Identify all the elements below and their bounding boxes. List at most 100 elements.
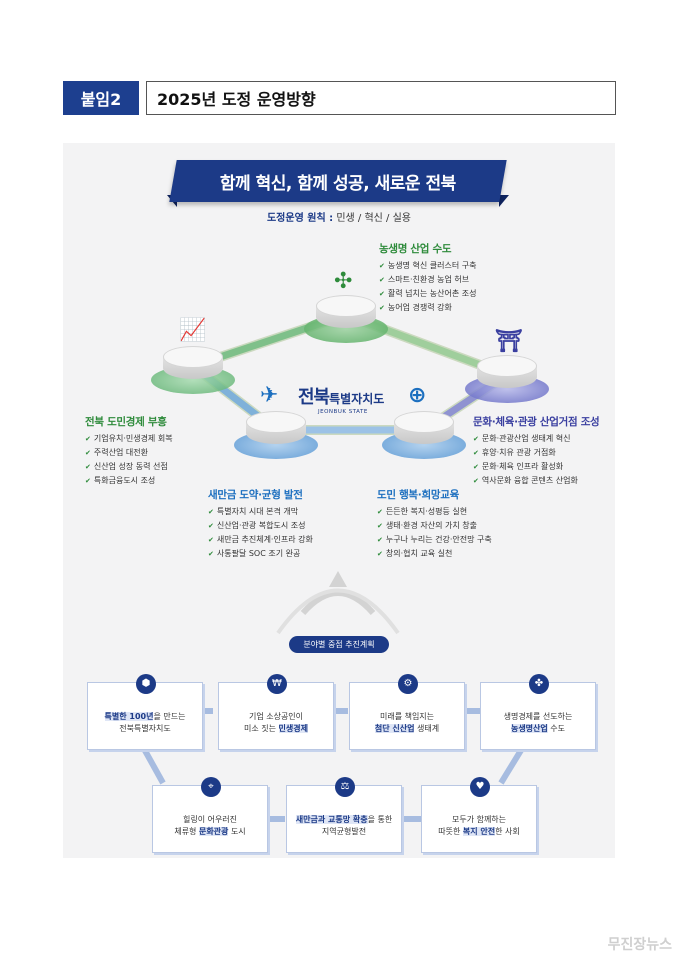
card-text: 기업 소상공인이 미소 짓는 민생경제 <box>223 711 329 735</box>
plan-label-pill: 분야별 중점 추진계획 <box>289 636 389 653</box>
logo-rest: 특별자치도 <box>329 392 385 406</box>
people-plus-icon: ⊕ <box>408 383 427 408</box>
card-line2-post: 수도 <box>547 724 566 733</box>
sector-item: 특별자치 시대 본격 개막 <box>208 505 313 519</box>
sector-item: 문화·관광산업 생태계 혁신 <box>473 432 599 446</box>
card-line1: 생명경제를 선도하는 <box>503 712 573 721</box>
page-title: 2025년 도정 운영방향 <box>146 81 616 115</box>
card-text: 새만금과 교통망 확충을 통한 지역균형발전 <box>291 814 397 838</box>
won-icon: ₩ <box>267 674 287 694</box>
card-line2: 지역균형발전 <box>321 827 367 836</box>
plan-card-2: ₩ 기업 소상공인이 미소 짓는 민생경제 <box>218 674 334 750</box>
card-text: 미래를 책임지는 첨단 신산업 생태계 <box>354 711 460 735</box>
card-highlight: 복지 안전 <box>462 827 496 836</box>
sector-title: 도민 행복·희망교육 <box>377 489 459 501</box>
node-top <box>316 295 376 317</box>
card-line1: 미래를 책임지는 <box>379 712 435 721</box>
sector-item: 활력 넘치는 농산어촌 조성 <box>379 287 477 301</box>
sector-saemangeum: 새만금 도약·균형 발전 특별자치 시대 본격 개막 신산업·관광 복합도시 조… <box>208 489 313 561</box>
sector-item: 주력산업 대전환 <box>85 446 173 460</box>
sector-agri: 농생명 산업 수도 농생명 혁신 클러스터 구축 스마트·친환경 농업 허브 활… <box>379 243 476 315</box>
sector-title: 새만금 도약·균형 발전 <box>208 489 303 501</box>
card-text: 힐링이 어우러진 체류형 문화관광 도시 <box>157 814 263 838</box>
jeonbuk-logo: 전북특별자치도 JEONBUK STATE <box>298 383 384 415</box>
principle-line: 도정운영 원칙 : 민생 / 혁신 / 실용 <box>63 209 615 224</box>
card-line2-pre: 체류형 <box>174 827 199 836</box>
plan-card-5: ⌖ 힐링이 어우러진 체류형 문화관광 도시 <box>152 777 268 853</box>
sector-item: 휴양·치유 관광 거점화 <box>473 446 599 460</box>
card-highlight: 첨단 신산업 <box>374 724 415 733</box>
plan-card-4: ✤ 생명경제를 선도하는 농생명산업 수도 <box>480 674 596 750</box>
sector-item: 특화금융도시 조성 <box>85 474 173 488</box>
sector-item: 농생명 혁신 클러스터 구축 <box>379 259 477 273</box>
drone-icon: ✤ <box>529 674 549 694</box>
banner-ribbon-right <box>499 195 509 207</box>
card-line1: 모두가 함께하는 <box>451 815 507 824</box>
plan-card-7: ♥ 모두가 함께하는 따뜻한 복지 안전한 사회 <box>421 777 537 853</box>
card-highlight: 민생경제 <box>278 724 308 733</box>
card-highlight: 문화관광 <box>198 827 229 836</box>
sector-item: 사통팔달 SOC 조기 완공 <box>208 547 313 561</box>
card-line2-pre: 따뜻한 <box>438 827 463 836</box>
card-line2: 전북특별자치도 <box>119 724 171 733</box>
header-tag: 붙임2 <box>63 81 139 115</box>
card-line2-post: 생태계 <box>414 724 440 733</box>
sector-item: 새만금 추진체계·인프라 강화 <box>208 533 313 547</box>
network-lines <box>140 309 526 822</box>
sector-item: 문화·체육 인프라 활성화 <box>473 460 599 474</box>
card-text: 특별한 100년을 만드는 전북특별자치도 <box>92 711 198 735</box>
node-top <box>477 355 537 377</box>
card-text-post: 을 만드는 <box>153 712 186 721</box>
principle-label: 도정운영 원칙 : <box>266 213 334 224</box>
sector-item: 기업유치·민생경제 회복 <box>85 432 173 446</box>
card-line1: 기업 소상공인이 <box>248 712 304 721</box>
map-icon: ⬢ <box>136 674 156 694</box>
pin-icon: ⌖ <box>201 777 221 797</box>
heart-hands-icon: ♥ <box>470 777 490 797</box>
sector-item: 신산업·관광 복합도시 조성 <box>208 519 313 533</box>
card-text: 생명경제를 선도하는 농생명산업 수도 <box>485 711 591 735</box>
sector-title: 전북 도민경제 부흥 <box>85 416 167 428</box>
card-highlight: 특별한 100년 <box>104 712 154 721</box>
card-text: 모두가 함께하는 따뜻한 복지 안전한 사회 <box>426 814 532 838</box>
node-agri: ✣ <box>304 271 388 343</box>
sector-item: 생태·환경 자산의 가치 창출 <box>377 519 492 533</box>
sector-item: 누구나 누리는 건강·안전망 구축 <box>377 533 492 547</box>
node-economy: 📈 <box>151 320 235 394</box>
node-saemangeum: ✈ <box>234 385 318 459</box>
sector-item: 역사문화 융합 콘텐츠 산업화 <box>473 474 599 488</box>
vision-panel: 함께 혁신, 함께 성공, 새로운 전북 도정운영 원칙 : 민생 / 혁신 /… <box>63 143 615 858</box>
drone-plant-icon: ✣ <box>334 269 353 294</box>
card-text-post: 을 통한 <box>367 815 393 824</box>
logo-english: JEONBUK STATE <box>318 409 368 415</box>
sector-item: 신산업 성장 동력 선점 <box>85 460 173 474</box>
sector-economy: 전북 도민경제 부흥 기업유치·민생경제 회복 주력산업 대전환 신산업 성장 … <box>85 416 173 488</box>
sector-title: 문화·체육·관광 산업거점 조성 <box>473 416 600 428</box>
card-highlight: 새만금과 교통망 확충 <box>295 815 368 824</box>
sector-item: 농어업 경쟁력 강화 <box>379 301 476 315</box>
node-welfare: ⊕ <box>382 385 466 459</box>
card-line2-post: 도시 <box>228 827 246 836</box>
logo-main: 전북 <box>298 387 330 408</box>
airplane-map-icon: ✈ <box>260 383 279 408</box>
node-culture: ⛩ <box>465 331 549 403</box>
growth-chart-icon: 📈 <box>179 318 207 343</box>
watermark: 무진장뉴스 <box>607 937 672 953</box>
plan-card-6: ⚖ 새만금과 교통망 확충을 통한 지역균형발전 <box>286 777 402 853</box>
node-top <box>246 411 306 433</box>
plan-card-3: ⚙ 미래를 책임지는 첨단 신산업 생태계 <box>349 674 465 750</box>
card-line2-post: 한 사회 <box>495 827 520 836</box>
sector-welfare: 도민 행복·희망교육 든든한 복지·성평등 실현 생태·환경 자산의 가치 창출… <box>377 489 492 561</box>
card-line2-pre: 미소 짓는 <box>244 724 279 733</box>
chip-icon: ⚙ <box>398 674 418 694</box>
card-highlight: 농생명산업 <box>510 724 548 733</box>
sector-title: 농생명 산업 수도 <box>379 243 452 255</box>
card-line1: 힐링이 어우러진 <box>182 815 238 824</box>
heritage-gate-icon: ⛩ <box>495 329 523 354</box>
scale-icon: ⚖ <box>335 777 355 797</box>
sector-item: 창의·협치 교육 실천 <box>377 547 492 561</box>
plan-card-1: ⬢ 특별한 100년을 만드는 전북특별자치도 <box>87 674 203 750</box>
node-top <box>394 411 454 433</box>
principle-values: 민생 / 혁신 / 실용 <box>336 213 411 224</box>
sector-item: 스마트·친환경 농업 허브 <box>379 273 476 287</box>
